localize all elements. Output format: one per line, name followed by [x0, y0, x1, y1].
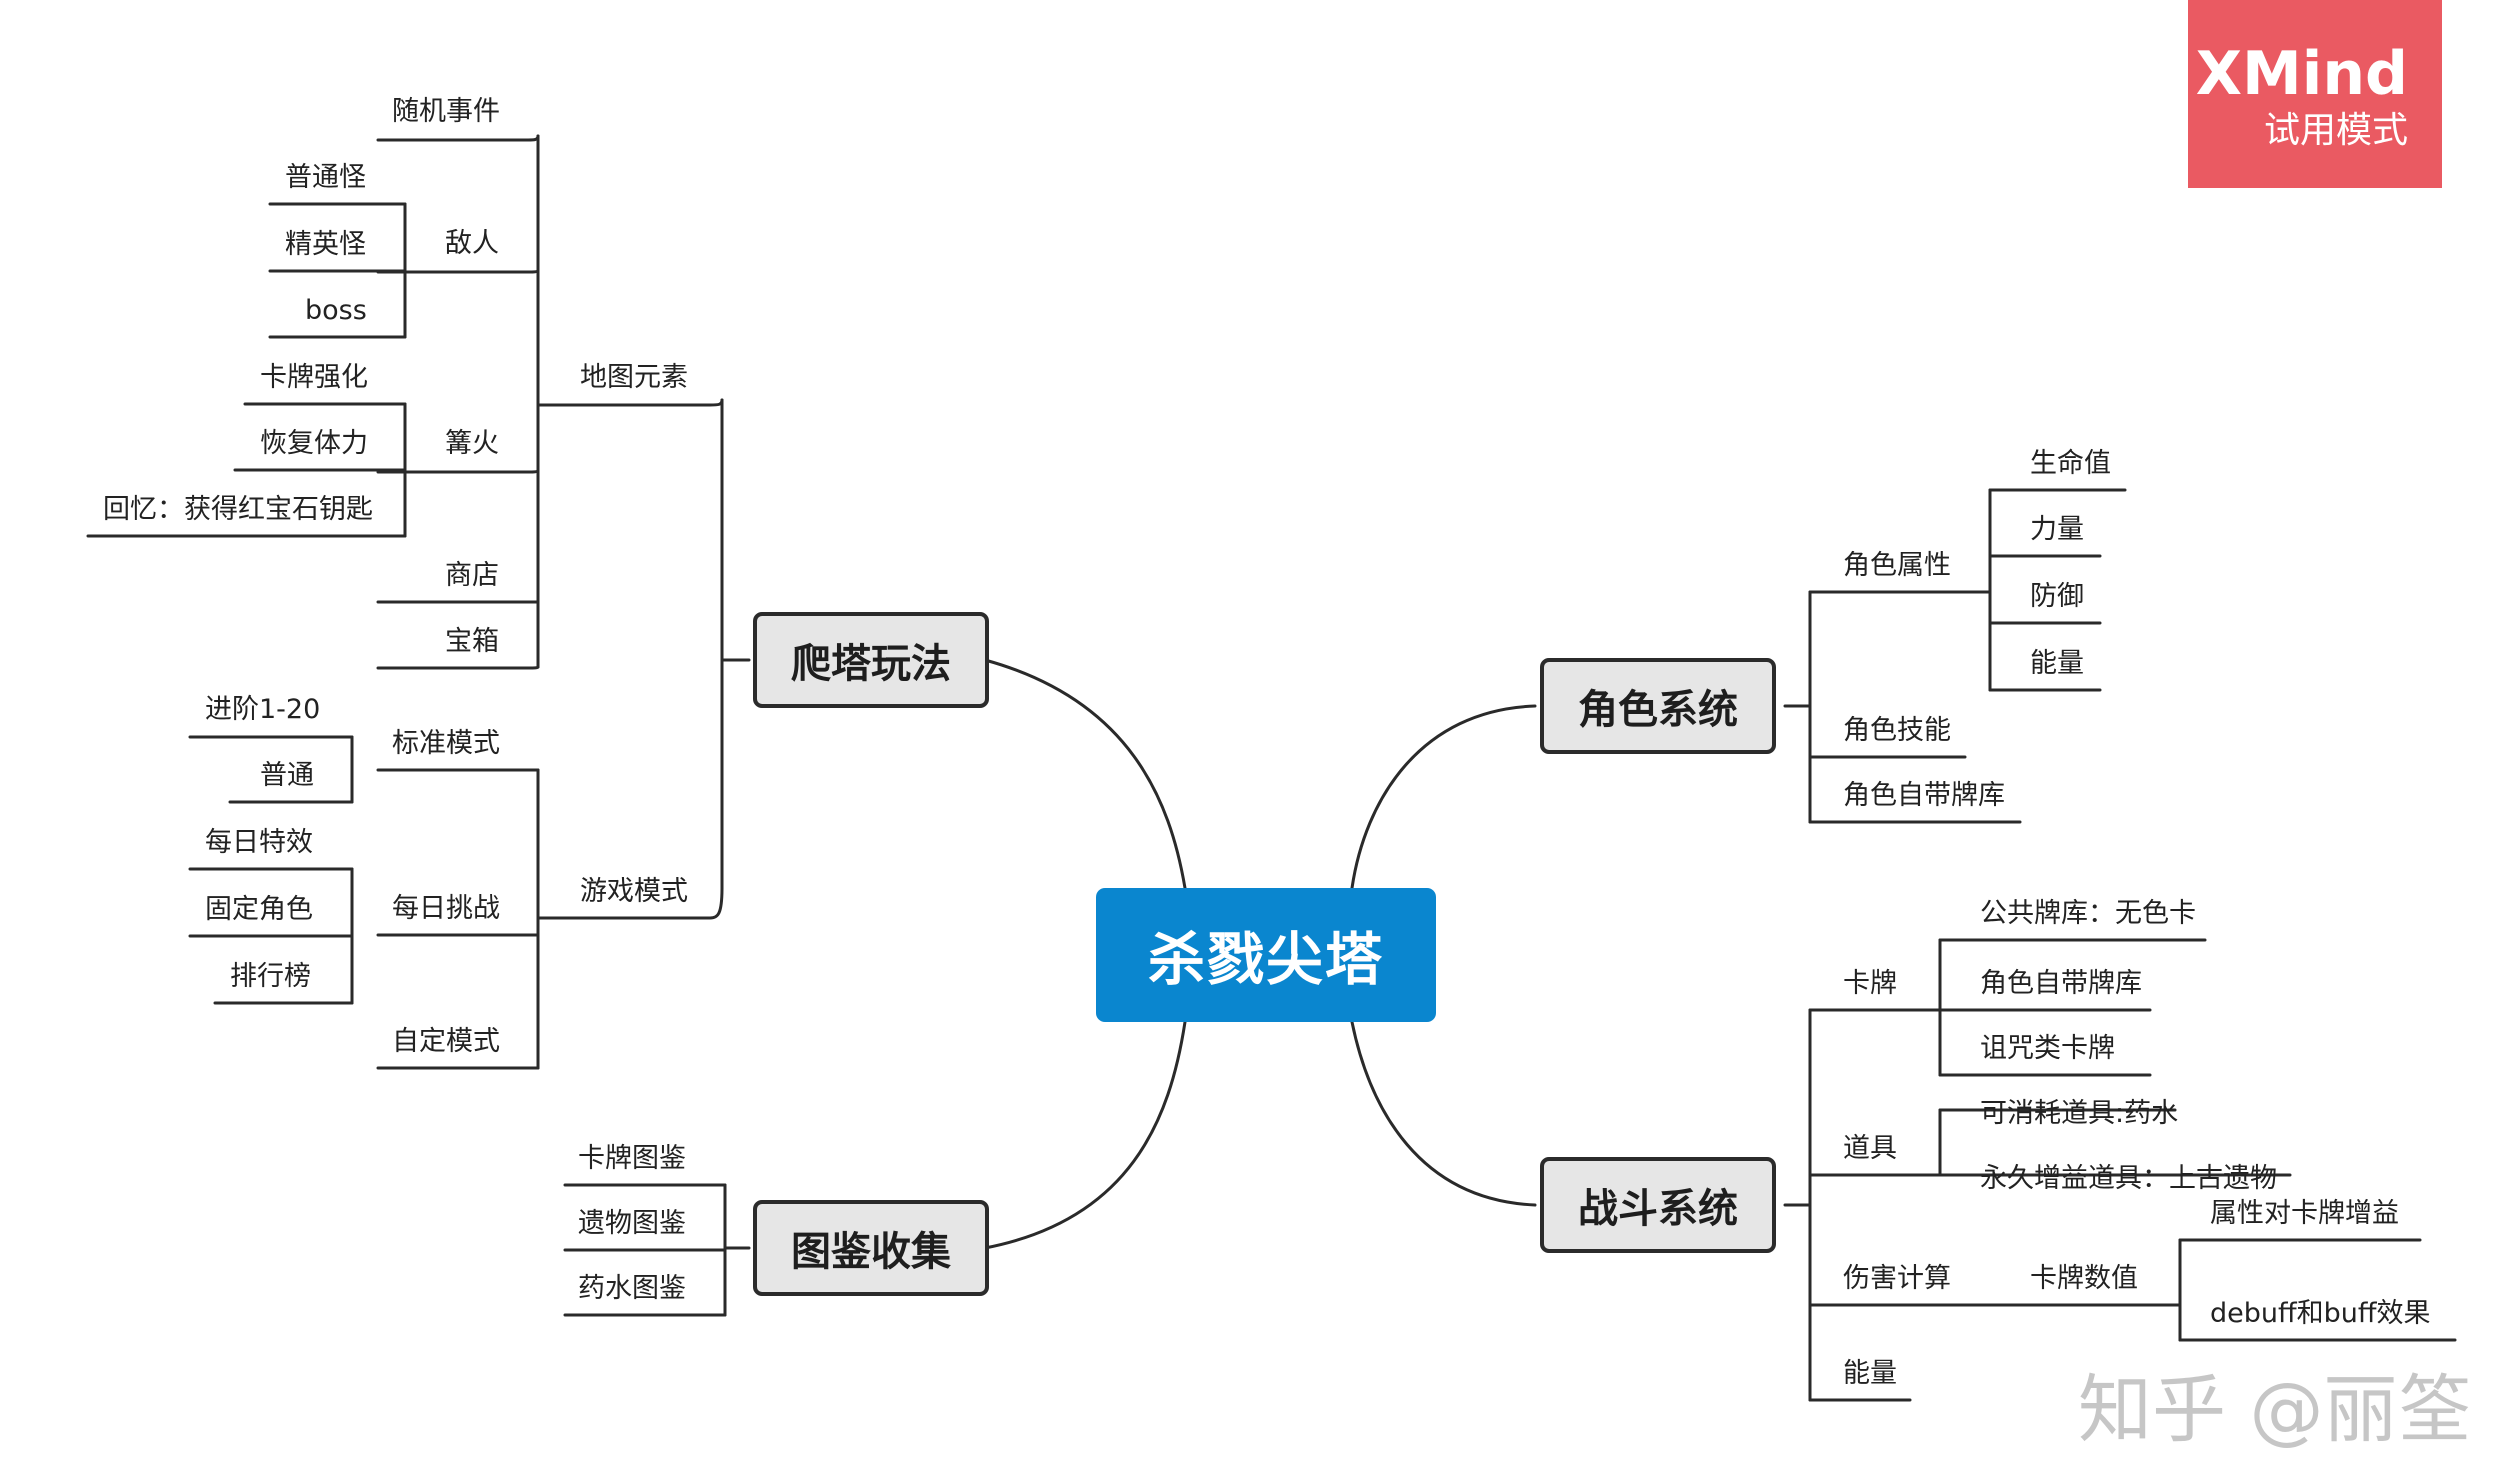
topic-permanent[interactable]: 永久增益道具：上古遗物 [1980, 1163, 2277, 1194]
topic-attr-bonus[interactable]: 属性对卡牌增益 [2210, 1198, 2399, 1229]
topic-char-skills[interactable]: 角色技能 [1843, 715, 1951, 746]
topic-shop[interactable]: 商店 [445, 560, 499, 591]
topic-custom-mode[interactable]: 自定模式 [392, 1026, 500, 1057]
link-root-character [1350, 704, 1537, 890]
topic-attr-energy[interactable]: 能量 [2030, 648, 2084, 679]
link-root-collection [983, 1020, 1187, 1250]
topic-consumable[interactable]: 可消耗道具:药水 [1980, 1098, 2179, 1129]
topic-daily-effects[interactable]: 每日特效 [205, 827, 313, 858]
topic-own-deck[interactable]: 角色自带牌库 [1980, 968, 2142, 999]
topic-damage-calc[interactable]: 伤害计算 [1843, 1263, 1951, 1294]
topic-combat-energy[interactable]: 能量 [1843, 1358, 1897, 1389]
root-topic[interactable]: 杀戮尖塔 [1096, 888, 1436, 1022]
topic-standard-normal[interactable]: 普通 [260, 760, 314, 791]
topic-card-compendium[interactable]: 卡牌图鉴 [578, 1143, 686, 1174]
topic-fixed-character[interactable]: 固定角色 [205, 894, 313, 925]
topic-normal-enemy[interactable]: 普通怪 [285, 162, 366, 193]
topic-attributes[interactable]: 角色属性 [1843, 550, 1951, 581]
topic-heal[interactable]: 恢复体力 [260, 428, 368, 459]
zhihu-credit: 知乎 @丽筌 [2078, 1367, 2472, 1453]
topic-combat[interactable]: 战斗系统 [1540, 1157, 1776, 1253]
topic-card-upgrade[interactable]: 卡牌强化 [260, 362, 368, 393]
topic-boss[interactable]: boss [305, 295, 367, 326]
link-root-combat [1350, 1020, 1537, 1207]
topic-items[interactable]: 道具 [1843, 1133, 1897, 1164]
link-root-climb [983, 658, 1187, 890]
topic-chest[interactable]: 宝箱 [445, 626, 499, 657]
topic-curse-cards[interactable]: 诅咒类卡牌 [1980, 1033, 2115, 1064]
topic-random-event[interactable]: 随机事件 [392, 96, 500, 127]
topic-potion-compendium[interactable]: 药水图鉴 [578, 1273, 686, 1304]
topic-climb[interactable]: 爬塔玩法 [753, 612, 989, 708]
topic-map-elements[interactable]: 地图元素 [580, 362, 688, 393]
trial-mode-label: 试用模式 [2263, 110, 2408, 151]
topic-elite-enemy[interactable]: 精英怪 [285, 229, 366, 260]
topic-defense[interactable]: 防御 [2030, 581, 2084, 612]
topic-ascension[interactable]: 进阶1-20 [205, 694, 321, 725]
xmind-trial-badge: XMind 试用模式 [2188, 0, 2442, 188]
topic-strength[interactable]: 力量 [2030, 514, 2084, 545]
topic-relic-compendium[interactable]: 遗物图鉴 [578, 1208, 686, 1239]
topic-standard-mode[interactable]: 标准模式 [392, 728, 500, 759]
xmind-brand: XMind [2195, 39, 2408, 109]
topic-enemies[interactable]: 敌人 [445, 228, 499, 259]
topic-buffs[interactable]: debuff和buff效果 [2210, 1298, 2431, 1329]
topic-char-deck[interactable]: 角色自带牌库 [1843, 780, 2005, 811]
topic-combat-cards[interactable]: 卡牌 [1843, 968, 1897, 999]
topic-game-modes[interactable]: 游戏模式 [580, 876, 688, 907]
topic-recall[interactable]: 回忆：获得红宝石钥匙 [103, 494, 373, 525]
topic-leaderboard[interactable]: 排行榜 [230, 961, 311, 992]
topic-card-values[interactable]: 卡牌数值 [2030, 1263, 2138, 1294]
topic-hp[interactable]: 生命值 [2030, 448, 2111, 479]
topic-public-deck[interactable]: 公共牌库：无色卡 [1980, 898, 2196, 929]
topic-character[interactable]: 角色系统 [1540, 658, 1776, 754]
topic-collection[interactable]: 图鉴收集 [753, 1200, 989, 1296]
topic-daily-challenge[interactable]: 每日挑战 [392, 893, 500, 924]
topic-campfire[interactable]: 篝火 [445, 428, 499, 459]
